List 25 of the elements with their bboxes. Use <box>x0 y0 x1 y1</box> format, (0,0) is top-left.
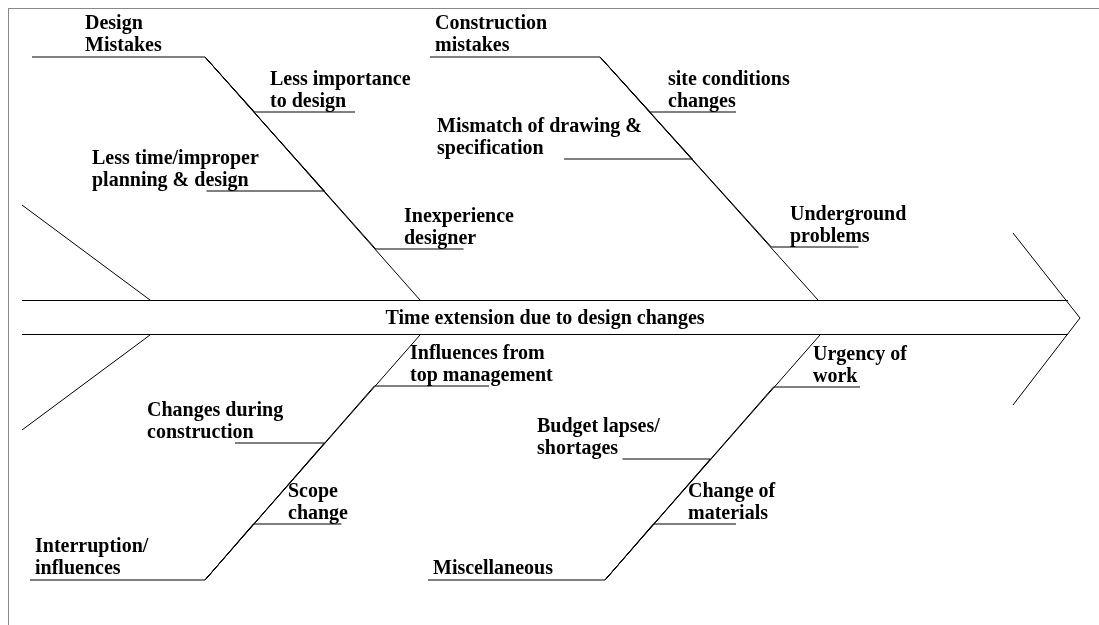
bone-line <box>427 334 821 581</box>
effect-spine: Time extension due to design changes <box>22 300 1068 335</box>
cause-label: Less time/improper planning & design <box>88 146 325 192</box>
cause-line <box>204 56 464 250</box>
cause-line <box>604 386 861 581</box>
cause-label: Less importance to design <box>255 67 455 113</box>
category-label: Construction mistakes <box>430 11 600 57</box>
cause-label: Inexperience designer <box>376 204 551 250</box>
bone-line <box>29 334 421 581</box>
category-label: Interruption/ influences <box>30 534 205 580</box>
bone-line <box>31 56 421 301</box>
category-label: Miscellaneous <box>428 556 605 580</box>
cause-label: Influences from top management <box>378 341 600 387</box>
cause-label: site conditions changes <box>650 67 822 113</box>
cause-label: Scope change <box>258 479 425 525</box>
cause-label: Urgency of work <box>775 342 945 388</box>
cause-label: Mismatch of drawing & specification <box>435 114 693 160</box>
bone-line <box>429 56 819 301</box>
cause-label: Budget lapses/ shortages <box>535 414 710 460</box>
category-label: Design Mistakes <box>32 11 205 57</box>
cause-label: Change of materials <box>650 479 822 525</box>
cause-line <box>204 385 490 581</box>
cause-label: Changes during construction <box>140 398 330 444</box>
cause-label: Underground problems <box>772 202 945 248</box>
cause-line <box>599 56 859 248</box>
